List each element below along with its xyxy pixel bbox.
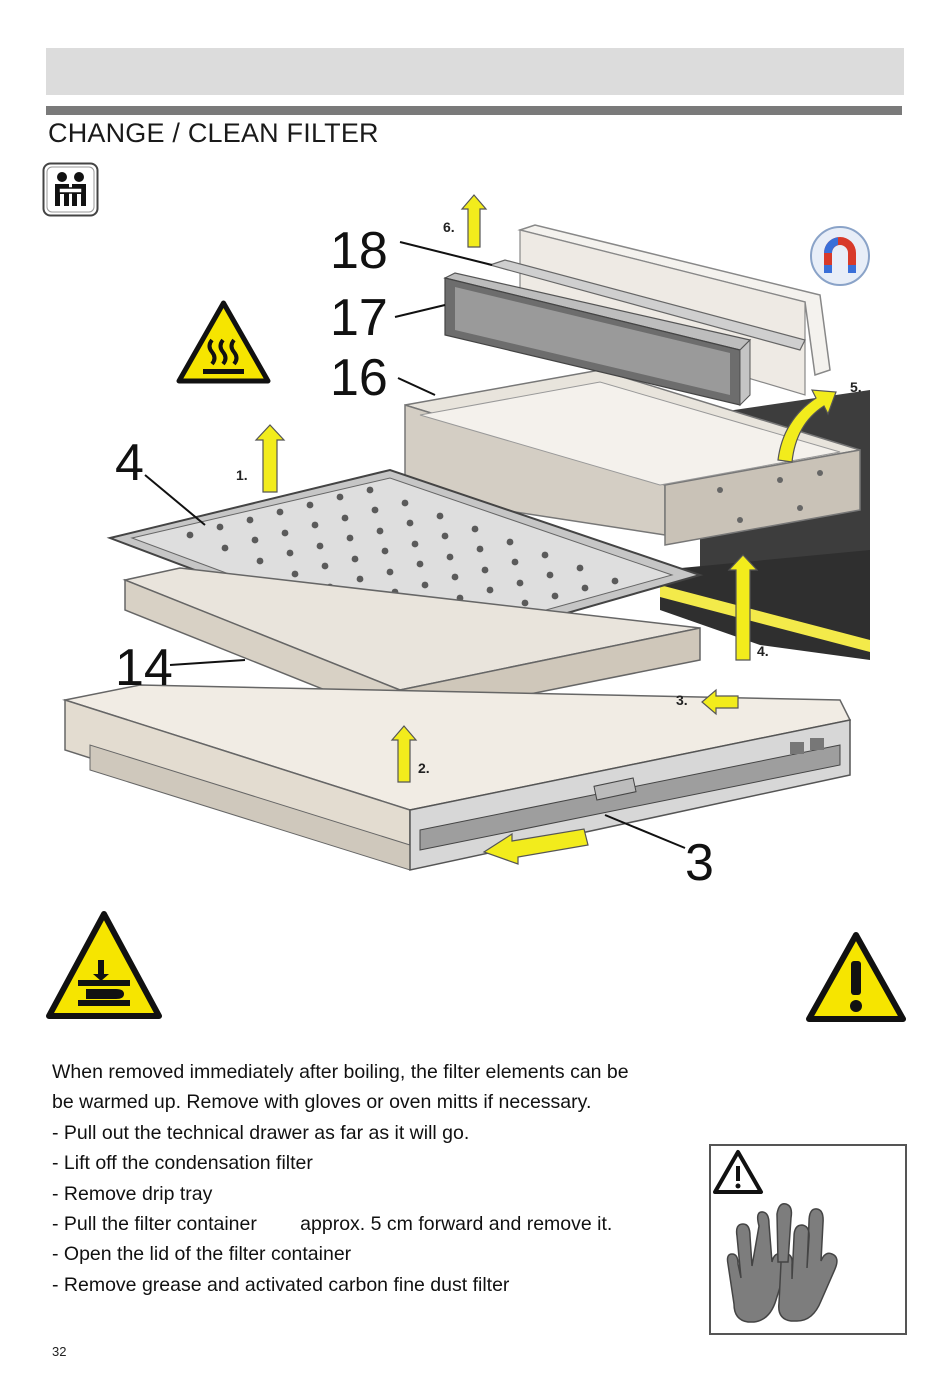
magnet-icon bbox=[810, 226, 870, 286]
general-warning-icon bbox=[806, 932, 906, 1022]
callout-17: 17 bbox=[330, 289, 388, 347]
header-band bbox=[46, 48, 904, 95]
instruction-step: - Open the lid of the filter container bbox=[52, 1243, 352, 1266]
arrow-step-1 bbox=[254, 424, 286, 493]
arrow-step-2 bbox=[390, 725, 418, 783]
intro-line-1: When removed immediately after boiling, … bbox=[52, 1061, 629, 1083]
step-arrows bbox=[254, 194, 837, 865]
arrow-step-6 bbox=[460, 194, 488, 248]
callout-4: 4 bbox=[115, 434, 144, 492]
activated-carbon-filter bbox=[443, 272, 752, 407]
hot-surface-warning-icon bbox=[176, 300, 271, 384]
grease-filter bbox=[487, 259, 806, 351]
instructions: When removed immediately after boiling, … bbox=[52, 1057, 742, 1300]
callout-14: 14 bbox=[115, 639, 173, 697]
callout-3: 3 bbox=[685, 834, 714, 892]
instruction-step: - Pull out the technical drawer as far a… bbox=[52, 1121, 470, 1144]
arrow-step-5 bbox=[777, 389, 837, 463]
instruction-step: - Pull the filter container approx. 5 cm… bbox=[52, 1213, 613, 1236]
step-label-6: 6. bbox=[443, 219, 455, 235]
step-label-5: 5. bbox=[850, 379, 862, 395]
two-person-lift-icon bbox=[42, 162, 99, 217]
arrow-step-bottom bbox=[482, 828, 589, 865]
arrow-step-4 bbox=[727, 554, 759, 661]
section-title: CHANGE / CLEAN FILTER bbox=[48, 118, 379, 148]
step-label-2: 2. bbox=[418, 760, 430, 776]
leader-lines bbox=[144, 241, 686, 849]
technical-drawer bbox=[62, 684, 852, 871]
instruction-step: - Lift off the condensation filter bbox=[52, 1152, 313, 1175]
intro-line-2: be warmed up. Remove with gloves or oven… bbox=[52, 1091, 592, 1114]
instruction-step: - Remove grease and activated carbon fin… bbox=[52, 1273, 510, 1296]
step-label-4: 4. bbox=[757, 643, 769, 659]
filter-drawer-diagram: 18 17 16 4 14 3 6. 1. 4. 2. 3. 5. bbox=[62, 194, 870, 892]
protective-gloves-panel bbox=[709, 1144, 907, 1335]
page-number: 32 bbox=[52, 1344, 67, 1359]
arrow-step-3 bbox=[701, 688, 739, 716]
header-rule bbox=[46, 106, 902, 115]
callout-18: 18 bbox=[330, 222, 388, 280]
filter-container bbox=[404, 369, 861, 546]
step-label-3: 3. bbox=[676, 692, 688, 708]
hand-crush-warning-icon bbox=[46, 911, 162, 1019]
instruction-step: - Remove drip tray bbox=[52, 1182, 213, 1205]
protective-gloves-icon bbox=[713, 1150, 838, 1323]
callout-16: 16 bbox=[330, 349, 388, 407]
step-label-1: 1. bbox=[236, 467, 248, 483]
